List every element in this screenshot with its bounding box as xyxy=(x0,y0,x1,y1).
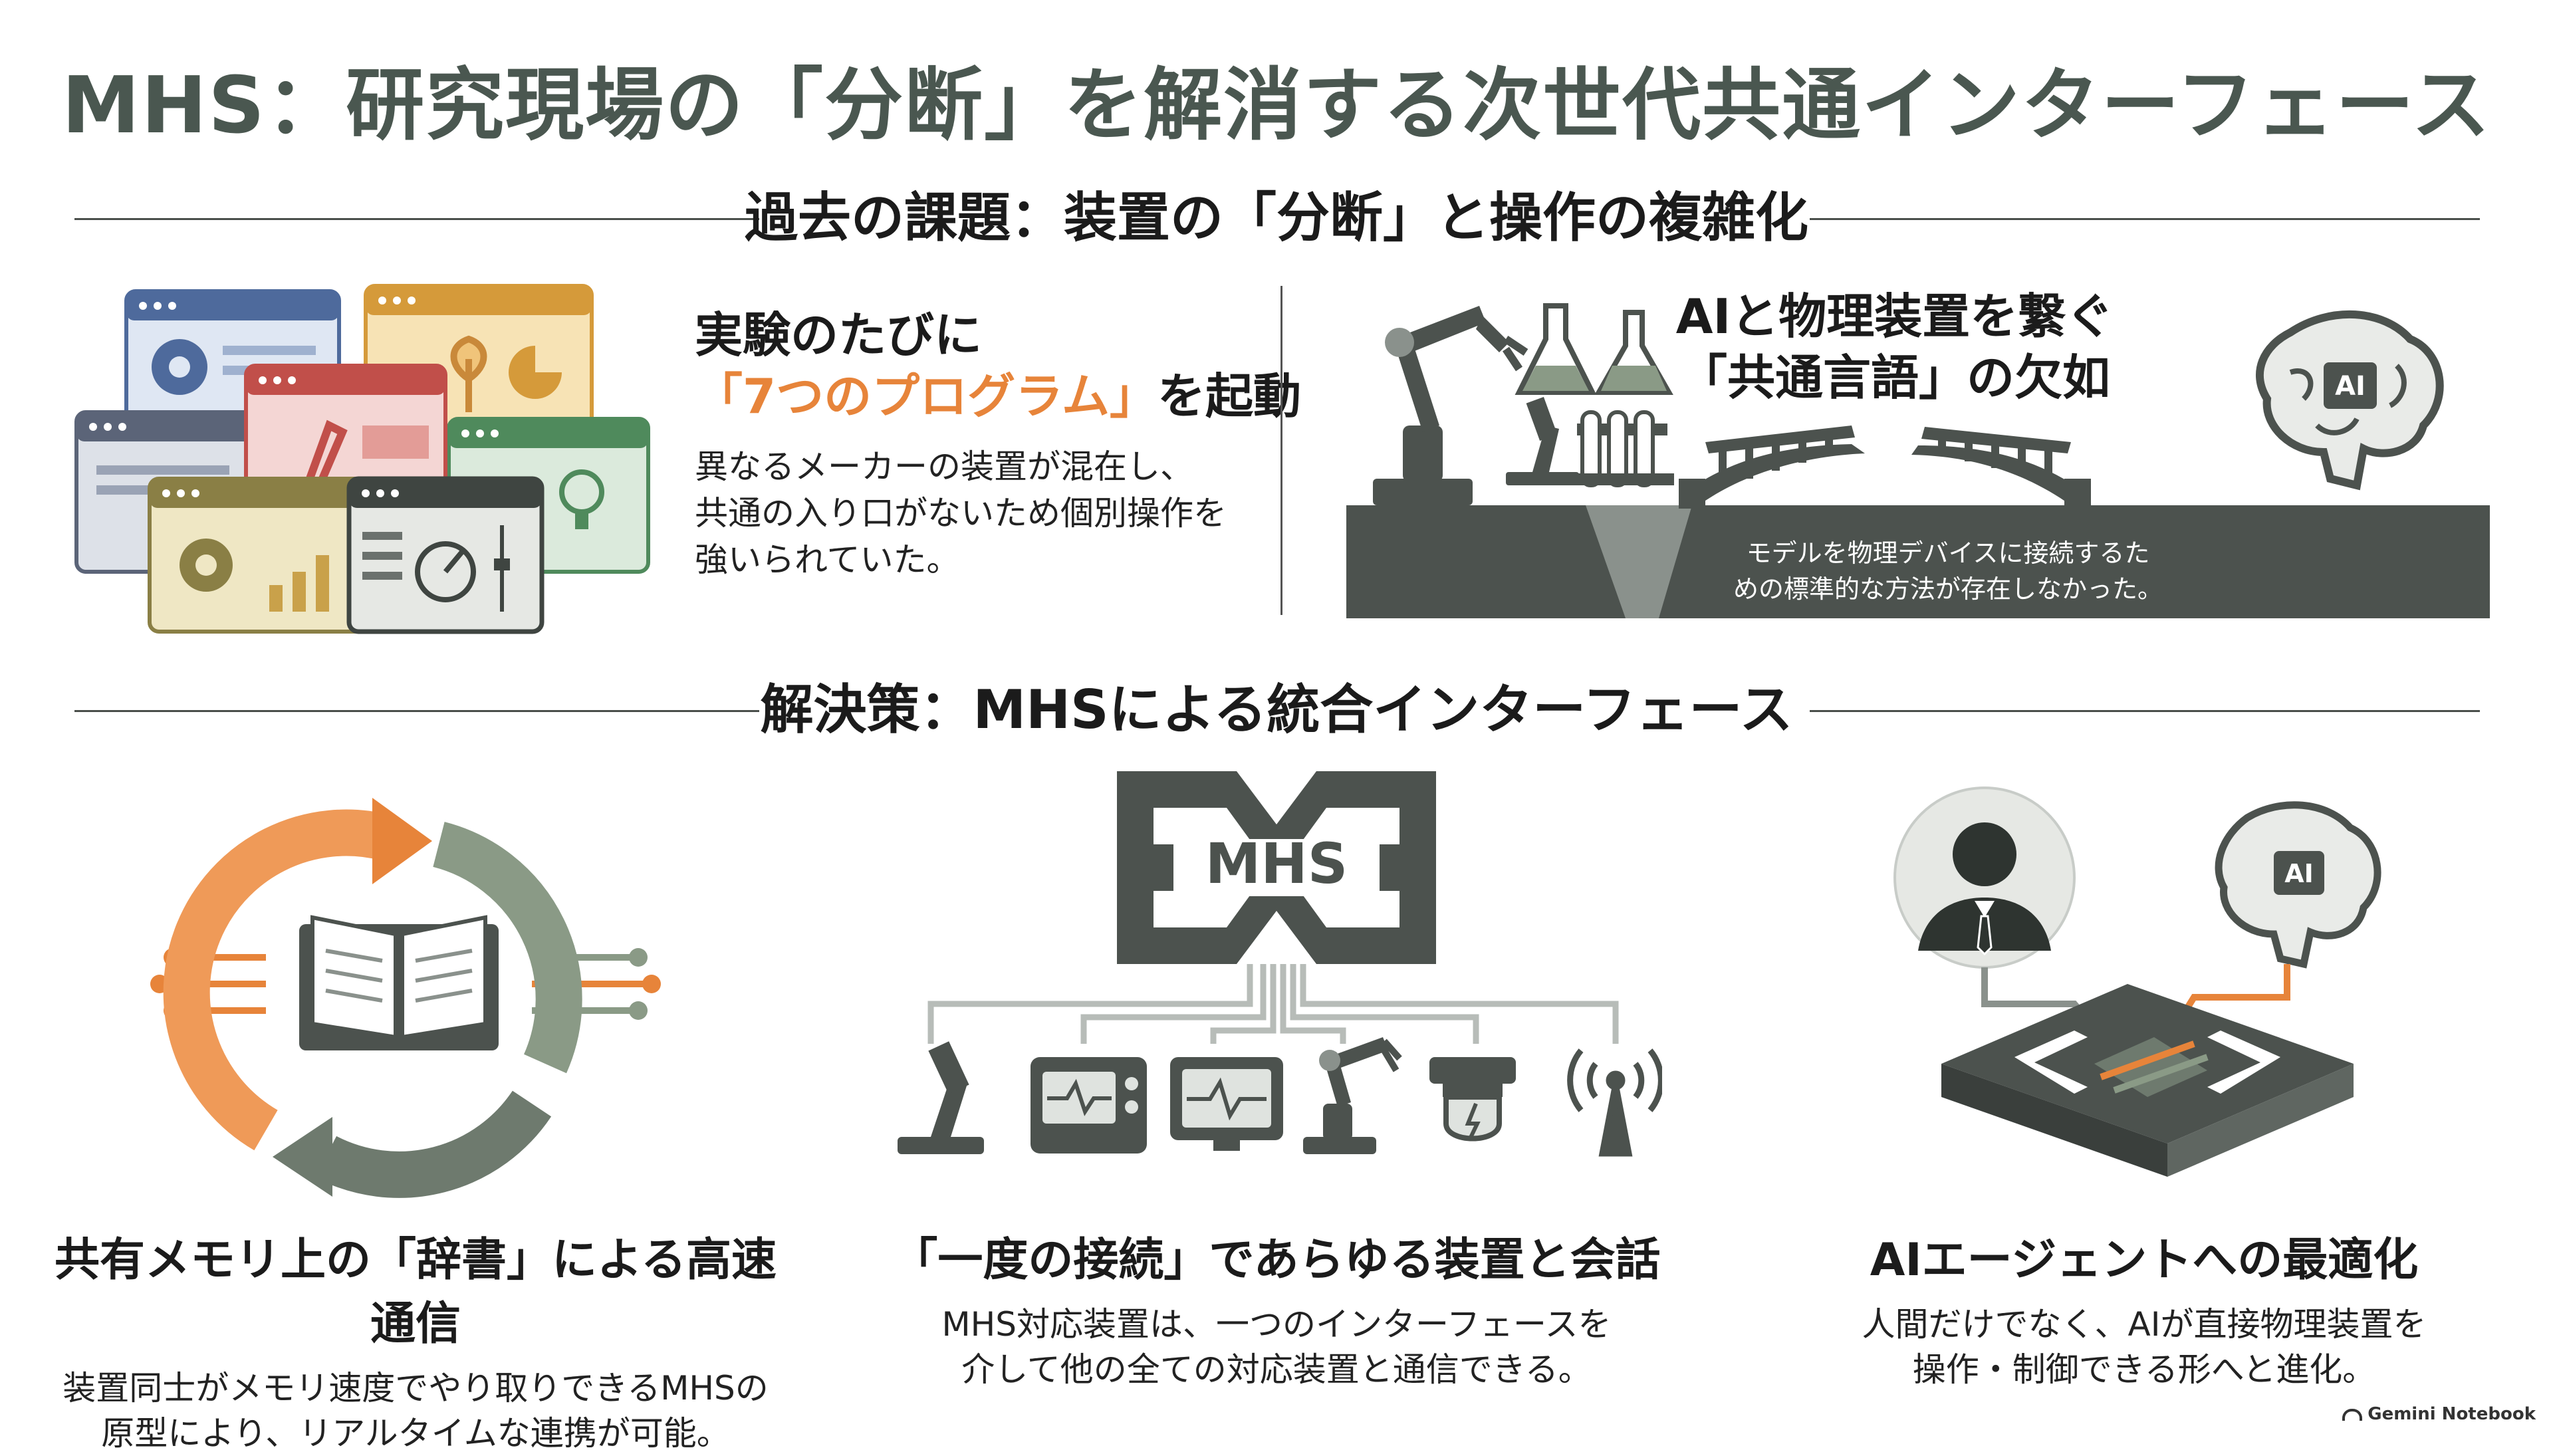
microscope-icon xyxy=(898,1041,984,1154)
flask-icon xyxy=(1515,303,1673,395)
ai-brain-icon: AI xyxy=(2256,310,2444,491)
ai-chip-label: AI xyxy=(2335,371,2366,402)
header-rule-right xyxy=(1810,710,2480,712)
footer-text: Gemini Notebook xyxy=(2368,1404,2536,1424)
solution-col3-text: AIエージェントへの最適化 人間だけでなく、AIが直接物理装置を 操作・制御でき… xyxy=(1768,1229,2520,1392)
past-right-heading-line1: AIと物理装置を繋ぐ xyxy=(1675,289,2114,344)
bridge-right xyxy=(1911,427,2091,509)
solution-col2-text: 「一度の接続」であらゆる装置と会話 MHS対応装置は、一つのインターフェースを … xyxy=(884,1229,1669,1392)
shared-dictionary-illustration xyxy=(150,798,661,1198)
past-left-body-line3: 強いられていた。 xyxy=(695,541,960,579)
program-windows-illustration xyxy=(74,284,650,634)
col1-body-line2: 原型により、リアルタイムな連携が可能。 xyxy=(101,1414,730,1453)
past-left-body-line2: 共通の入り口がないため個別操作を xyxy=(695,494,1227,533)
col3-heading: AIエージェントへの最適化 xyxy=(1870,1234,2419,1286)
monitor-icon xyxy=(1170,1057,1283,1151)
cycle-arrowhead-orange xyxy=(372,798,432,884)
cycle-arrow-dark xyxy=(314,1090,552,1198)
person-avatar-icon xyxy=(1893,787,2076,969)
past-left-heading-line2: 「7つのプログラム」を起動 xyxy=(695,364,1301,428)
section-divider xyxy=(1280,286,1282,615)
past-left-heading-suffix: を起動 xyxy=(1157,368,1301,424)
book-icon xyxy=(299,915,499,1050)
mhs-hub-illustration: MHS xyxy=(898,771,1662,1157)
header-rule-left xyxy=(74,218,759,220)
code-platform xyxy=(1941,984,2354,1177)
header-rule-right xyxy=(1810,218,2480,220)
section-title-solution: 解決策：MHSによる統合インターフェース xyxy=(760,679,1793,741)
ai-chip-label: AI xyxy=(2284,859,2314,888)
col1-body-line1: 装置同士がメモリ速度でやり取りできるMHSの xyxy=(62,1369,769,1407)
caption-line2: めの標準的な方法が存在しなかった。 xyxy=(1733,574,2163,604)
program-count-highlight: 「7つのプログラム」 xyxy=(695,368,1157,424)
past-right-caption: モデルを物理デバイスに接続するた めの標準的な方法が存在しなかった。 xyxy=(1715,535,2181,607)
antenna-icon xyxy=(1567,1048,1662,1157)
section-title-past: 過去の課題：装置の「分断」と操作の複雑化 xyxy=(745,187,1808,249)
past-right-heading-line2: 「共通言語」の欠如 xyxy=(1679,350,2110,406)
oscilloscope-icon xyxy=(1031,1057,1147,1153)
window-gear-chart-icon xyxy=(148,477,371,634)
chasm xyxy=(1586,505,1692,618)
mhs-logo: MHS xyxy=(1117,771,1436,964)
cycle-arrowhead-dark xyxy=(273,1117,332,1197)
past-left-heading-line1: 実験のたびに xyxy=(695,307,983,363)
col3-body-line1: 人間だけでなく、AIが直接物理装置を xyxy=(1862,1305,2427,1344)
section-header-past: 過去の課題：装置の「分断」と操作の複雑化 xyxy=(0,185,2553,251)
past-left-body-line1: 異なるメーカーの装置が混在し、 xyxy=(695,447,1193,486)
connection-lines xyxy=(927,964,1619,1044)
window-gauge-icon xyxy=(346,476,545,634)
cycle-arrow-sage xyxy=(432,822,582,1074)
footer-brand: Gemini Notebook xyxy=(2342,1404,2536,1424)
ai-agent-illustration: AI xyxy=(1893,787,2381,1177)
col1-heading: 共有メモリ上の「辞書」による高速通信 xyxy=(55,1234,777,1350)
broken-bridge-illustration: AI xyxy=(1346,303,2490,618)
col2-heading: 「一度の接続」であらゆる装置と会話 xyxy=(892,1234,1661,1286)
col3-body-line2: 操作・制御できる形へと進化。 xyxy=(1912,1350,2376,1389)
caption-line1: モデルを物理デバイスに接続するた xyxy=(1746,539,2150,568)
solution-col1-text: 共有メモリ上の「辞書」による高速通信 装置同士がメモリ速度でやり取りできるMHS… xyxy=(40,1229,791,1456)
cycle-arrow-orange xyxy=(163,809,392,1151)
microscope-icon xyxy=(1506,397,1579,485)
robot-arm-icon xyxy=(1303,1037,1402,1154)
robot-arm-icon xyxy=(1373,306,1528,505)
bridge-left xyxy=(1679,425,1865,509)
sensor-icon xyxy=(1429,1057,1516,1142)
page-title: MHS：研究現場の「分断」を解消する次世代共通インターフェース xyxy=(61,59,2492,151)
header-rule-left xyxy=(74,710,759,712)
test-tubes-icon xyxy=(1570,410,1674,487)
col2-body-line1: MHS対応装置は、一つのインターフェースを xyxy=(941,1305,1612,1344)
ai-brain-icon: AI xyxy=(2215,801,2381,969)
gemini-logo-icon xyxy=(2342,1408,2363,1421)
col2-body-line2: 介して他の全ての対応装置と通信できる。 xyxy=(961,1350,1592,1389)
mhs-logo-text: MHS xyxy=(1205,831,1348,896)
section-header-solution: 解決策：MHSによる統合インターフェース xyxy=(0,677,2553,743)
